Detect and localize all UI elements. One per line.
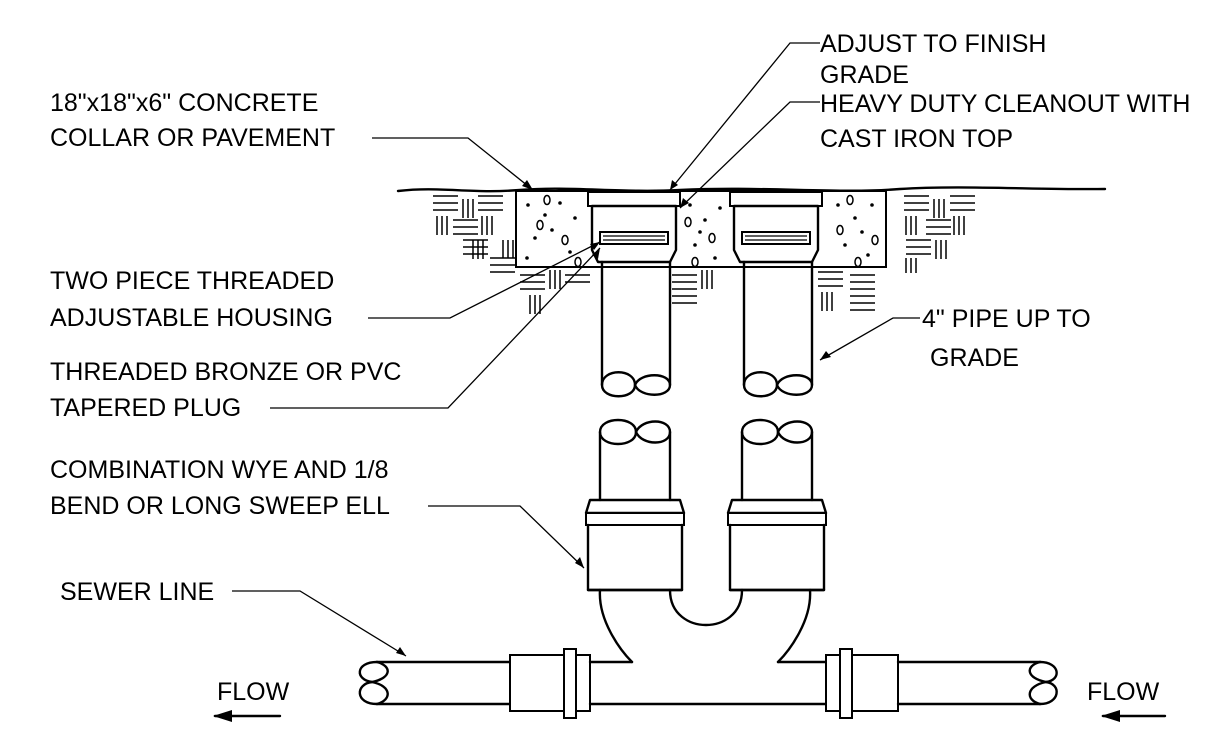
housing-label-line2: ADJUSTABLE HOUSING	[50, 304, 333, 332]
concrete-collar-label-line1: 18"x18"x6" CONCRETE	[50, 89, 318, 117]
wye-coupling-left	[584, 498, 686, 592]
sewer-line-label: SEWER LINE	[60, 578, 214, 606]
riser-pipe-left-upper	[600, 260, 672, 398]
cleanout-label-line1: HEAVY DUTY CLEANOUT WITH	[820, 90, 1190, 118]
plug-label-line1: THREADED BRONZE OR PVC	[50, 358, 401, 386]
adjust-grade-label-line1: ADJUST TO FINISH	[820, 30, 1046, 58]
combination-wye-fitting	[598, 588, 812, 664]
pipe-label-line2: GRADE	[930, 344, 1019, 372]
housing-label-line1: TWO PIECE THREADED	[50, 267, 334, 295]
flow-label-left: FLOW	[217, 678, 290, 706]
cleanout-label-line2: CAST IRON TOP	[820, 125, 1013, 153]
flow-arrow-right	[1101, 710, 1167, 722]
concrete-collar	[515, 190, 887, 268]
adjust-grade-label-line2: GRADE	[820, 61, 909, 89]
riser-pipe-left-lower	[598, 418, 672, 502]
flow-arrow-left	[213, 710, 282, 722]
cleanout-housing-left	[587, 191, 681, 264]
cleanout-housing-right	[729, 191, 823, 264]
concrete-collar-label-line2: COLLAR OR PAVEMENT	[50, 124, 335, 152]
soil-hatching	[433, 195, 975, 314]
leader-lines	[232, 42, 920, 657]
flow-label-right: FLOW	[1087, 678, 1160, 706]
plug-label-line2: TAPERED PLUG	[50, 394, 241, 422]
ground-line	[396, 186, 1107, 193]
wye-label-line2: BEND OR LONG SWEEP ELL	[50, 492, 390, 520]
sewer-line	[358, 648, 1058, 719]
pipe-label-line1: 4" PIPE UP TO	[922, 305, 1091, 333]
wye-coupling-right	[726, 498, 828, 592]
wye-label-line1: COMBINATION WYE AND 1/8	[50, 456, 388, 484]
riser-pipe-right-lower	[740, 418, 814, 502]
riser-pipe-right-upper	[742, 260, 814, 398]
